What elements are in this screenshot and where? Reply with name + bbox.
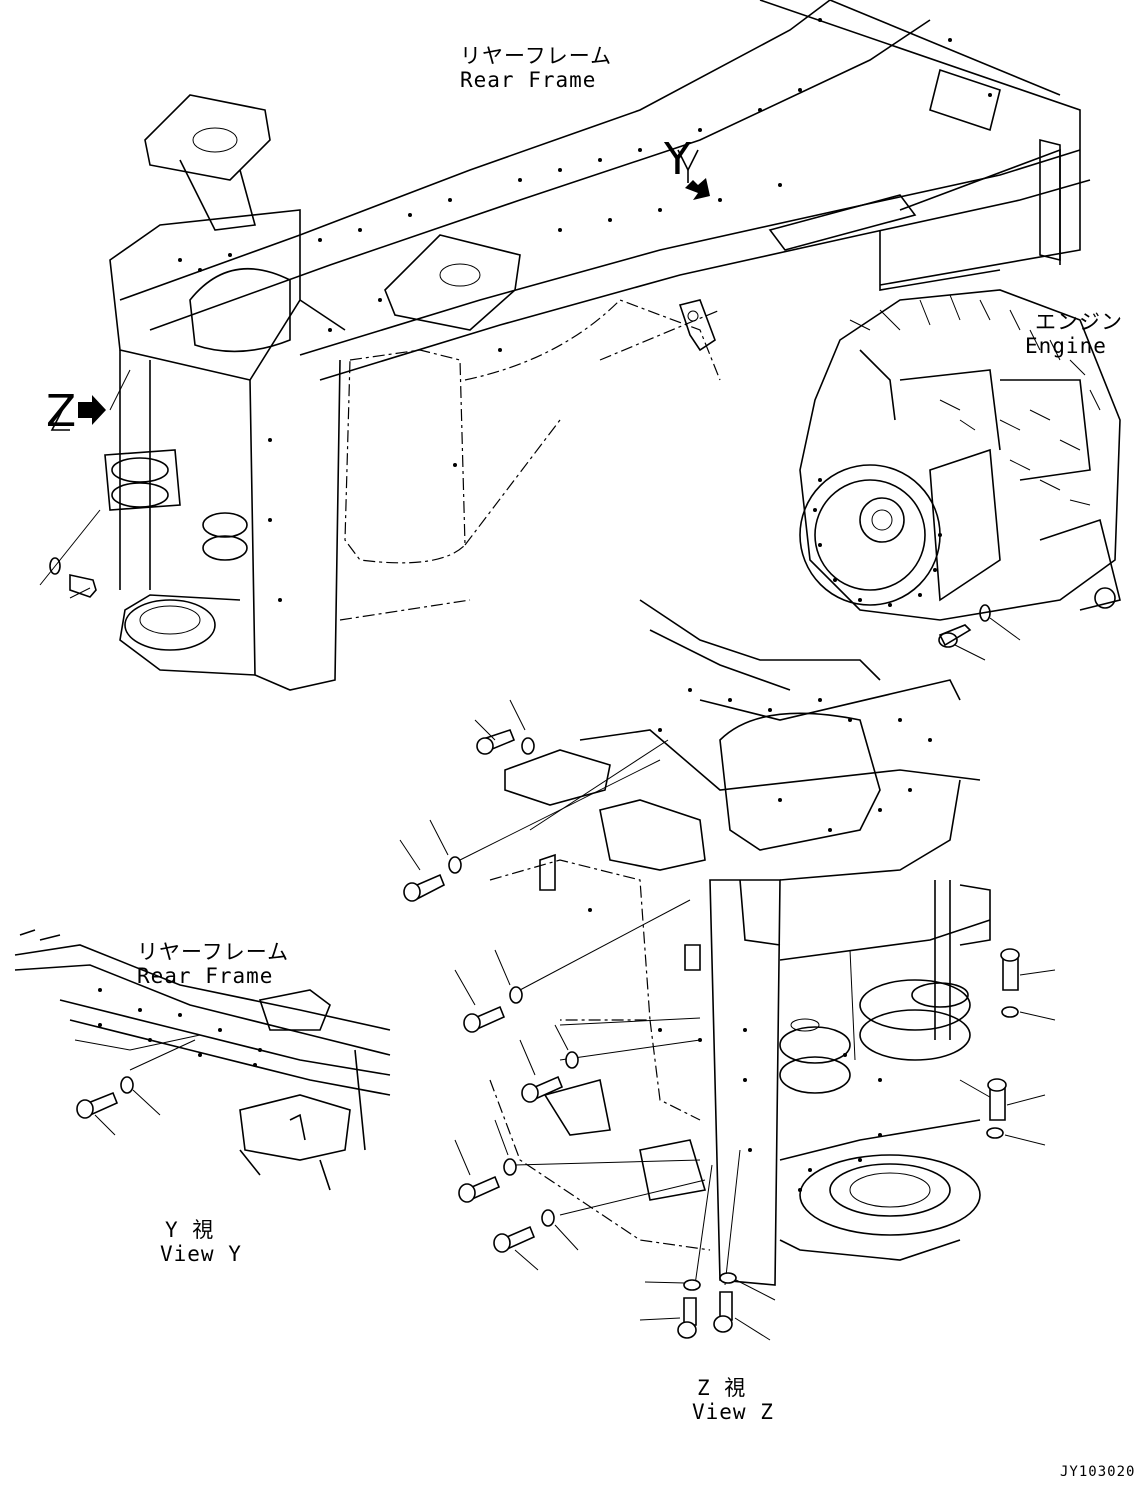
view-z-detail bbox=[459, 599, 996, 1286]
rear-frame-y-label-jp: リヤーフレーム bbox=[137, 940, 290, 964]
view-y-marker: Y bbox=[664, 134, 691, 185]
view-y-detail bbox=[14, 929, 391, 1191]
view-z-arrow bbox=[50, 369, 131, 431]
rear-frame-label-jp: リヤーフレーム bbox=[460, 44, 613, 68]
view-y-caption-en: View Y bbox=[160, 1242, 242, 1266]
engine-illustration bbox=[799, 289, 1121, 661]
bolts-view-z bbox=[399, 699, 1056, 1341]
drawing-code: JY103020 bbox=[1060, 1464, 1135, 1480]
view-z-caption-en: View Z bbox=[692, 1400, 774, 1424]
rear-frame-main bbox=[39, 0, 1091, 691]
engine-label-jp: エンジン bbox=[1035, 310, 1123, 334]
view-y-arrow bbox=[677, 149, 710, 200]
rear-frame-y-label-en: Rear Frame bbox=[137, 964, 274, 988]
rear-frame-label-en: Rear Frame bbox=[460, 68, 597, 92]
view-y-caption-jp: Y 視 bbox=[165, 1218, 215, 1242]
view-z-caption-jp: Z 視 bbox=[697, 1376, 747, 1400]
engine-label-en: Engine bbox=[1025, 334, 1107, 358]
view-z-marker: Z bbox=[46, 386, 77, 437]
